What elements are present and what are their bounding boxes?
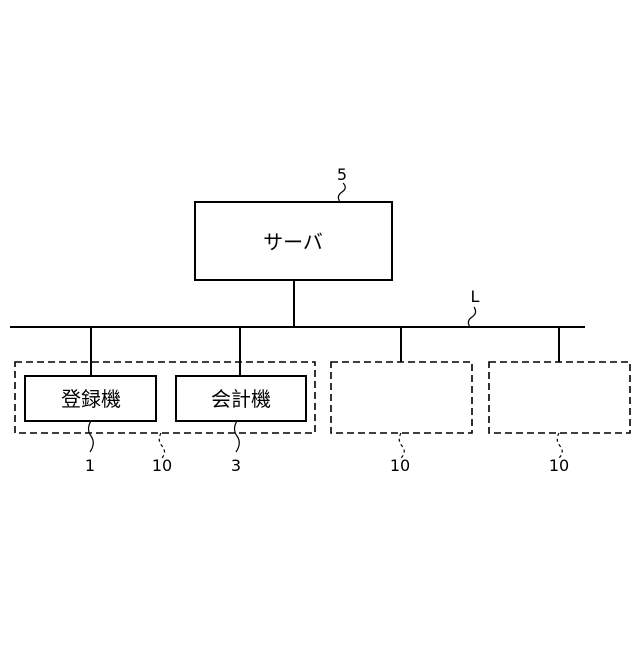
group-2-ref-number: 10 [390,456,410,475]
group-1-leader-line [159,433,164,458]
group-3-leader-line [557,433,562,458]
group-2-dashed-box [331,362,472,433]
server-ref-number: 5 [337,165,347,184]
payment-leader-line [235,421,240,452]
payment-machine-label: 会計機 [211,387,271,411]
group-3-ref-number: 10 [549,456,569,475]
payment-ref-number: 3 [231,456,241,475]
registration-machine-label: 登録機 [61,387,121,411]
server-label: サーバ [263,230,323,254]
network-leader-line [468,307,475,327]
network-ref-label: L [471,287,480,306]
group-1-ref-number: 10 [152,456,172,475]
group-3-dashed-box [489,362,630,433]
group-2-leader-line [399,433,404,458]
server-leader-line [338,183,345,202]
registration-leader-line [89,421,94,452]
registration-ref-number: 1 [85,456,95,475]
